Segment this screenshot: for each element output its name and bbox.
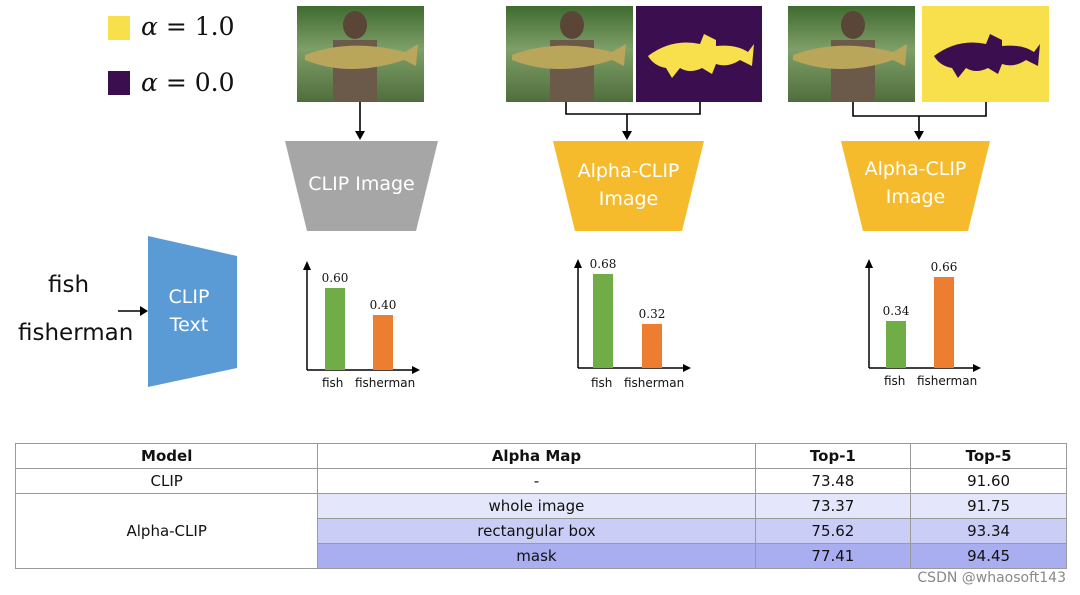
- chart1-cat-fish: fish: [322, 376, 344, 390]
- chart1-bar-fisherman: [373, 315, 393, 370]
- fisherman-photo-3: [788, 6, 915, 102]
- connector-arrows: [118, 102, 987, 312]
- header-model: Model: [14, 443, 319, 469]
- cell-top1: 75.62: [754, 518, 912, 544]
- legend-label-alpha-0: α = 0.0: [141, 68, 235, 97]
- chart2-label-fish: 0.68: [589, 257, 617, 271]
- cell-model: CLIP: [14, 468, 319, 494]
- text-input-fisherman: fisherman: [18, 320, 134, 346]
- header-top5: Top-5: [910, 443, 1067, 469]
- chart-axis-arrowheads: [303, 259, 981, 374]
- alpha-clip-encoder-1-label: Alpha-CLIP Image: [577, 160, 680, 210]
- results-table: Model Alpha Map Top-1 Top-5 CLIP - 73.48…: [14, 443, 1067, 569]
- alpha-clip-encoder-2-label: Alpha-CLIP Image: [864, 158, 967, 208]
- header-top1: Top-1: [754, 443, 912, 469]
- chart3-label-fisherman: 0.66: [930, 260, 958, 274]
- cell-top1: 73.37: [754, 493, 912, 519]
- text-input-fish: fish: [48, 272, 90, 298]
- cell-map: -: [317, 468, 756, 494]
- cell-top5: 94.45: [910, 543, 1067, 569]
- alpha-clip-image-encoder-1: [553, 141, 704, 231]
- chart3-cat-fish: fish: [884, 374, 906, 388]
- table-row: CLIP - 73.48 91.60: [14, 468, 1067, 494]
- chart3-bar-fisherman: [934, 277, 954, 368]
- chart2-cat-fisherman: fisherman: [624, 376, 685, 390]
- chart1-bar-fish: [325, 288, 345, 370]
- alpha-clip-image-encoder-2: [841, 141, 990, 231]
- legend-swatch-alpha-1: [108, 16, 130, 40]
- fisherman-mask-alpha-map: [922, 6, 1049, 102]
- chart1-label-fisherman: 0.40: [369, 298, 397, 312]
- fish-mask-alpha-map: [636, 6, 762, 102]
- chart3-bar-fish: [886, 321, 906, 368]
- clip-image-encoder: [285, 141, 438, 231]
- chart1-cat-fisherman: fisherman: [355, 376, 416, 390]
- chart3-cat-fisherman: fisherman: [917, 374, 978, 388]
- cell-top1: 73.48: [754, 468, 912, 494]
- chart2-label-fisherman: 0.32: [638, 307, 666, 321]
- chart-axes: [306, 266, 975, 371]
- cell-top5: 91.75: [910, 493, 1067, 519]
- table-header-row: Model Alpha Map Top-1 Top-5: [14, 443, 1067, 469]
- clip-text-encoder: [148, 236, 237, 387]
- table-row: rectangular box 75.62 93.34: [16, 518, 1067, 544]
- clip-text-encoder-label: CLIP Text: [168, 286, 210, 336]
- cell-model: Alpha-CLIP: [14, 493, 319, 569]
- fisherman-photo-2: [506, 6, 633, 102]
- cell-top5: 91.60: [910, 468, 1067, 494]
- watermark: CSDN @whaosoft143: [917, 570, 1066, 586]
- cell-map: rectangular box: [317, 518, 756, 544]
- header-alpha-map: Alpha Map: [317, 443, 756, 469]
- cell-top1: 77.41: [754, 543, 912, 569]
- legend-swatch-alpha-0: [108, 71, 130, 95]
- legend-label-alpha-1: α = 1.0: [141, 12, 235, 41]
- arrowheads: [140, 131, 924, 316]
- clip-image-encoder-label: CLIP Image: [308, 173, 415, 195]
- chart3-label-fish: 0.34: [882, 304, 910, 318]
- cell-map: mask: [317, 543, 756, 569]
- chart2-cat-fish: fish: [591, 376, 613, 390]
- cell-top5: 93.34: [910, 518, 1067, 544]
- fisherman-photo-1: [297, 6, 424, 102]
- table-row: Alpha-CLIP whole image 73.37 91.75: [14, 493, 1067, 569]
- cell-map: whole image: [317, 493, 756, 519]
- chart2-bar-fisherman: [642, 324, 662, 368]
- chart2-bar-fish: [593, 274, 613, 368]
- table-row: mask 77.41 94.45: [16, 543, 1067, 569]
- chart1-label-fish: 0.60: [321, 271, 349, 285]
